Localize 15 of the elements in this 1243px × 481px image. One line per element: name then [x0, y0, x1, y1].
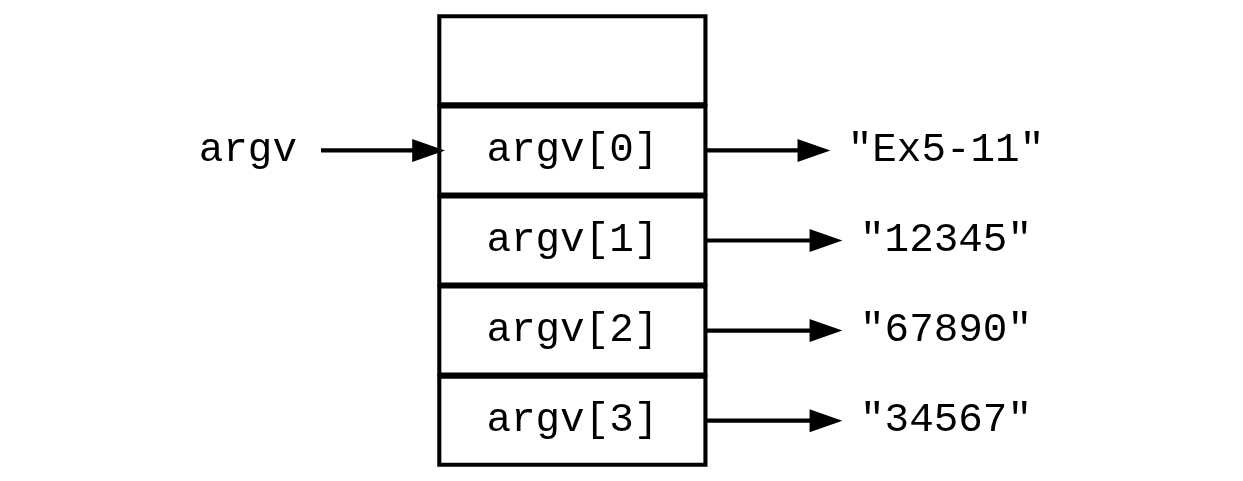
node-box	[437, 14, 708, 107]
arrow	[705, 138, 831, 162]
node-text: "34567"	[860, 396, 1032, 443]
arrow	[321, 138, 445, 162]
arrow	[705, 409, 843, 433]
node-text: "12345"	[860, 216, 1032, 263]
node-text: "Ex5-11"	[847, 126, 1045, 173]
node-box: argv[0]	[437, 104, 708, 197]
arrow	[705, 229, 843, 252]
arrow	[705, 319, 843, 343]
node-box: argv[1]	[437, 194, 708, 287]
node-text: "67890"	[860, 306, 1032, 353]
node-box: argv[3]	[437, 374, 708, 467]
node-box: argv[2]	[437, 284, 708, 377]
node-text: argv	[198, 126, 298, 173]
